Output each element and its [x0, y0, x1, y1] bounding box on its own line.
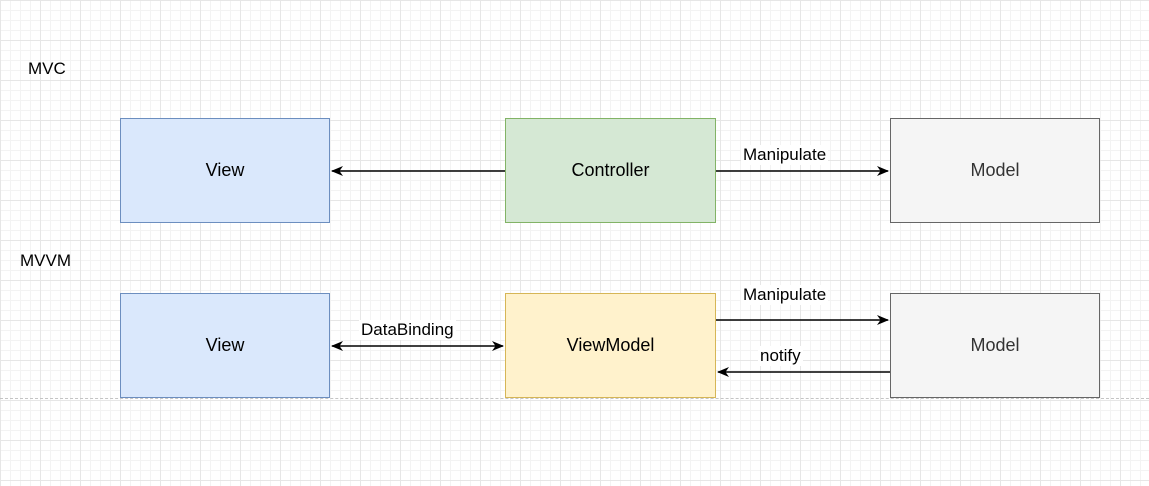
- mvc-view-node[interactable]: View: [120, 118, 330, 223]
- mvvm-manipulate-label: Manipulate: [741, 285, 829, 305]
- mvc-model-label: Model: [970, 160, 1020, 180]
- mvvm-model-label: Model: [970, 335, 1020, 355]
- mvvm-notify-label: notify: [758, 346, 803, 366]
- mvvm-view-node[interactable]: View: [120, 293, 330, 398]
- mvc-controller-label: Controller: [571, 160, 650, 180]
- mvc-model-node[interactable]: Model: [890, 118, 1100, 223]
- page-break-line: [0, 398, 1149, 399]
- mvc-manipulate-label: Manipulate: [741, 145, 829, 165]
- mvvm-viewmodel-node[interactable]: ViewModel: [505, 293, 716, 398]
- mvvm-section-label: MVVM: [20, 251, 71, 270]
- mvvm-viewmodel-label: ViewModel: [566, 335, 655, 355]
- mvc-view-label: View: [205, 160, 245, 180]
- mvc-section-label: MVC: [28, 59, 66, 78]
- mvvm-model-node[interactable]: Model: [890, 293, 1100, 398]
- mvvm-databinding-label: DataBinding: [359, 320, 456, 340]
- mvc-controller-node[interactable]: Controller: [505, 118, 716, 223]
- mvvm-view-label: View: [205, 335, 245, 355]
